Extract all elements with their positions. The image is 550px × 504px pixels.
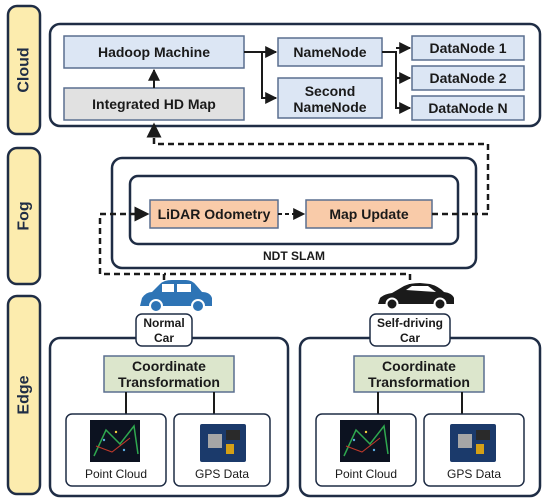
coord-transform-right-box [353,355,485,393]
layer-label-cloud: Cloud [6,4,42,136]
hadoop-to-second-namenode-arrow [244,51,278,104]
coord-transform-left-box [103,355,235,393]
point-cloud-icon [90,420,140,462]
datanode-n-text: DataNode N [428,100,507,116]
second-namenode-line2: NameNode [293,99,366,115]
self-driving-car-line2: Car [400,331,420,345]
coord-transform-left-line2: Transformation [118,374,220,390]
left-point-cloud-label: Point Cloud [85,467,147,481]
gps-module-icon [450,424,496,462]
hadoop-machine-box [63,35,245,69]
second-namenode-line1: Second [305,83,356,99]
lidar-odometry-box [149,199,279,229]
self-driving-car-label-box [369,313,451,347]
datanode-2-box [411,65,525,91]
point-cloud-icon [340,420,390,462]
coord-transform-right-line1: Coordinate [382,358,456,374]
right-point-cloud-label: Point Cloud [335,467,397,481]
map-update-text: Map Update [329,206,409,222]
layer-label-edge: Edge [6,294,42,496]
hd-map-text: Integrated HD Map [92,96,216,112]
namenode-to-datanode-n-arrow [382,51,412,114]
coord-transform-right-line2: Transformation [368,374,470,390]
left-gps-label: GPS Data [195,467,249,481]
datanode-1-box [411,35,525,61]
self-car-to-odometry-dashed [164,272,412,290]
ndt-slam-label: NDT SLAM [263,249,325,263]
self-driving-car-line1: Self-driving [377,316,443,330]
layer-cloud-text: Cloud [16,47,33,92]
namenode-text: NameNode [293,44,366,60]
layer-label-fog: Fog [6,146,42,286]
lidar-odometry-text: LiDAR Odometry [158,206,271,222]
gps-module-icon [200,424,246,462]
right-gps-label: GPS Data [447,467,501,481]
datanode-2-text: DataNode 2 [429,70,506,86]
hadoop-machine-text: Hadoop Machine [98,44,210,60]
datanode-n-box [411,95,525,121]
normal-car-to-odometry-dashed [98,206,166,290]
normal-car-label-box [135,313,193,347]
coord-transform-left-line1: Coordinate [132,358,206,374]
sports-car-icon [378,283,454,311]
layer-edge-text: Edge [16,375,33,414]
normal-car-line2: Car [154,331,174,345]
normal-car-line1: Normal [143,316,184,330]
car-icon [140,280,212,313]
second-namenode-box [277,77,383,119]
namenode-box [277,37,383,67]
map-update-box [305,199,433,229]
layer-fog-text: Fog [16,201,33,230]
mapupdate-to-hdmap-dashed-arrow [146,122,490,216]
datanode-1-text: DataNode 1 [429,40,506,56]
